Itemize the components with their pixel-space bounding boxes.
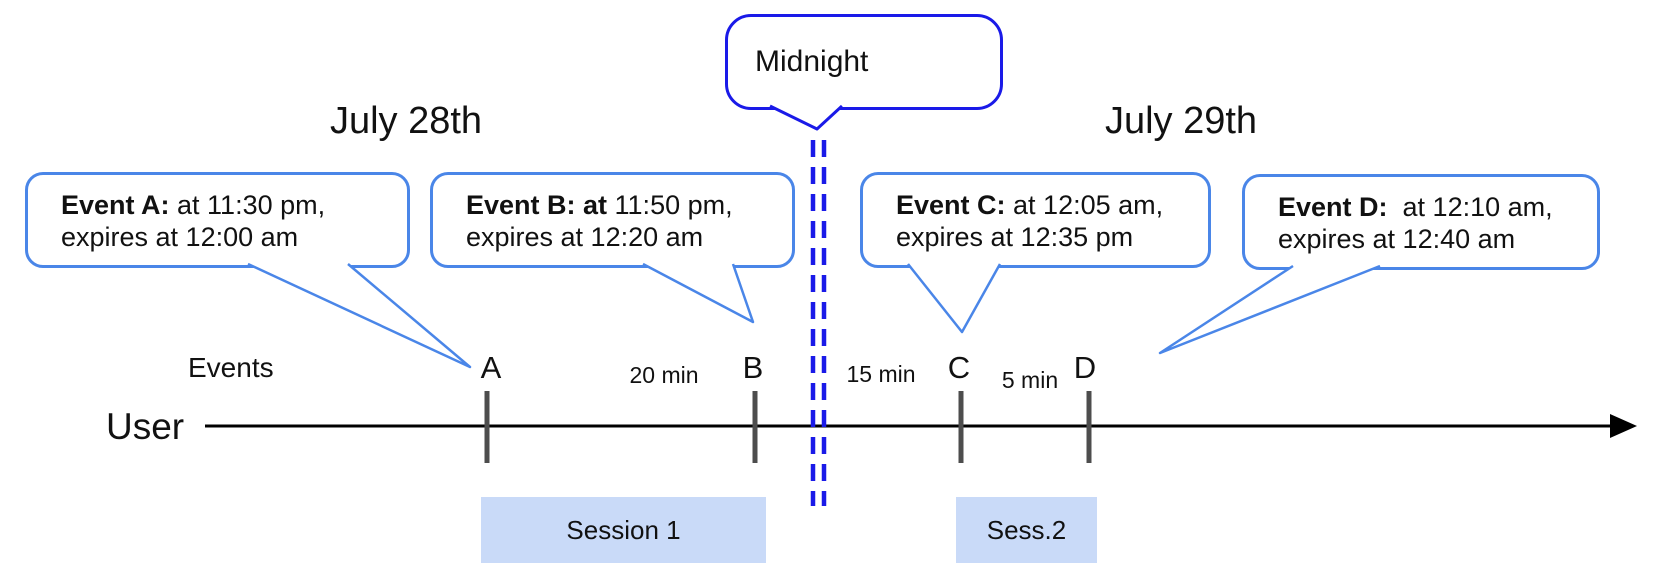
- session-2-label: Sess.2: [986, 514, 1067, 545]
- event-b-callout-tail: [642, 262, 755, 324]
- event-c-callout: Event C: at 12:05 am, expires at 12:35 p…: [860, 172, 1211, 268]
- user-row-label: User: [106, 406, 185, 447]
- event-b-text-line1: Event B: at 11:50 pm,: [466, 189, 778, 221]
- event-c-title: Event C:: [896, 190, 1006, 220]
- axis-arrowhead-icon: [1610, 414, 1637, 438]
- event-b-title: Event B: at: [466, 190, 608, 220]
- midnight-callout: Midnight: [725, 14, 1003, 110]
- tick-label-c: C: [947, 350, 971, 385]
- event-d-title: Event D:: [1278, 192, 1388, 222]
- event-d-time: at 12:10 am,: [1387, 192, 1553, 222]
- event-a-text-line1: Event A: at 11:30 pm,: [61, 189, 393, 221]
- event-a-title: Event A:: [61, 190, 170, 220]
- event-c-text-line2: expires at 12:35 pm: [896, 222, 1134, 252]
- midnight-label: Midnight: [755, 45, 869, 78]
- event-b-callout: Event B: at 11:50 pm, expires at 12:20 a…: [430, 172, 795, 268]
- event-b-text-line2: expires at 12:20 am: [466, 222, 704, 252]
- event-d-callout: Event D: at 12:10 am, expires at 12:40 a…: [1242, 174, 1600, 270]
- session-1-box: Session 1: [481, 497, 766, 563]
- tick-label-a: A: [480, 350, 502, 385]
- event-d-text-line1: Event D: at 12:10 am,: [1278, 191, 1583, 223]
- event-c-text-line1: Event C: at 12:05 am,: [896, 189, 1194, 221]
- event-c-callout-tail: [907, 263, 1002, 334]
- event-a-time: at 11:30 pm,: [169, 190, 326, 220]
- event-c-time: at 12:05 am,: [1005, 190, 1164, 220]
- event-a-callout: Event A: at 11:30 pm, expires at 12:00 a…: [25, 172, 410, 268]
- tick-label-d: D: [1073, 350, 1097, 385]
- date-label-july-29: July 29th: [1104, 100, 1258, 142]
- events-row-label: Events: [188, 352, 274, 383]
- session-1-label: Session 1: [566, 514, 681, 545]
- interval-label-20min: 20 min: [629, 362, 699, 388]
- event-b-time: 11:50 pm,: [607, 190, 733, 220]
- event-d-callout-tail: [1158, 264, 1381, 355]
- date-label-july-28: July 28th: [329, 100, 483, 142]
- interval-label-5min: 5 min: [1001, 367, 1059, 393]
- event-a-text-line2: expires at 12:00 am: [61, 222, 299, 252]
- tick-label-b: B: [742, 350, 764, 385]
- event-a-callout-tail: [247, 262, 472, 369]
- session-2-box: Sess.2: [956, 497, 1097, 563]
- event-d-text-line2: expires at 12:40 am: [1278, 224, 1516, 254]
- interval-label-15min: 15 min: [846, 361, 916, 387]
